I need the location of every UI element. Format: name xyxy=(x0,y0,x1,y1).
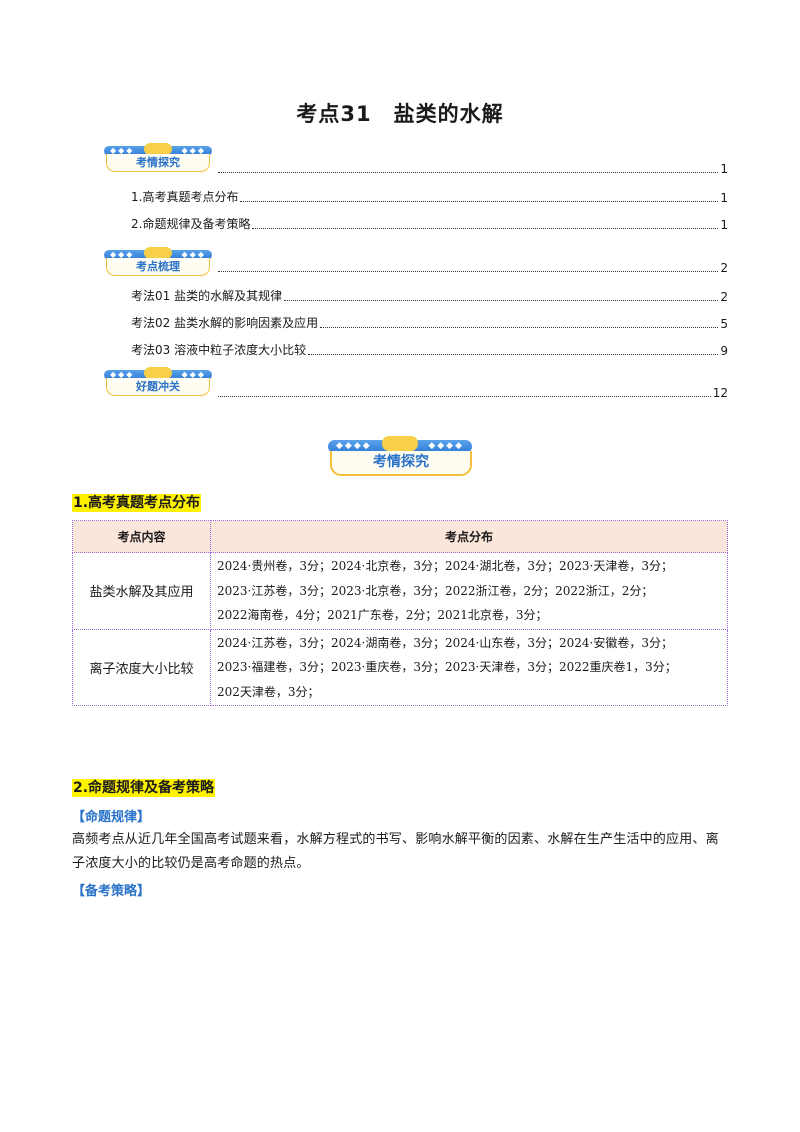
toc-entry[interactable]: 2 xyxy=(216,261,728,275)
rule-text: 高频考点从近几年全国高考试题来看，水解方程式的书写、影响水解平衡的因素、水解在生… xyxy=(72,832,719,871)
topic-name: 盐类水解及其应用 xyxy=(72,552,211,630)
table-header-row: 考点内容 考点分布 xyxy=(72,520,728,553)
table-header: 考点内容 xyxy=(72,520,211,553)
topic-distribution: 2024·江苏卷，3分；2024·湖南卷，3分；2024·山东卷，3分；2024… xyxy=(210,628,728,706)
rule-label: 【命题规律】 xyxy=(72,810,151,825)
toc-entry[interactable]: 12 xyxy=(216,386,728,400)
topic-distribution: 2024·贵州卷，3分；2024·北京卷，3分；2024·湖北卷，3分；2023… xyxy=(210,552,728,630)
section-heading-2: 2.命题规律及备考策略 xyxy=(72,779,216,797)
section-badge-kaoqing: ◆◆◆◆◆◆◆◆ 考情探究 xyxy=(328,436,472,476)
section-heading-1: 1.高考真题考点分布 xyxy=(72,494,202,512)
toc-badge-haoti: ◆◆◆◆◆◆ 好题冲关 xyxy=(104,367,212,396)
section-badge-label: 考情探究 xyxy=(330,451,472,476)
table-row: 离子浓度大小比较 2024·江苏卷，3分；2024·湖南卷，3分；2024·山东… xyxy=(72,628,728,706)
topic-name: 离子浓度大小比较 xyxy=(72,628,211,706)
toc-badge-label: 好题冲关 xyxy=(106,378,210,396)
table-row: 盐类水解及其应用 2024·贵州卷，3分；2024·北京卷，3分；2024·湖北… xyxy=(72,552,728,630)
toc-badge-kaoqing: ◆◆◆◆◆◆ 考情探究 xyxy=(104,143,212,172)
toc-badge-label: 考情探究 xyxy=(106,154,210,172)
toc-badge-label: 考点梳理 xyxy=(106,258,210,276)
toc-badge-kaodian: ◆◆◆◆◆◆ 考点梳理 xyxy=(104,247,212,276)
exam-distribution-table: 考点内容 考点分布 盐类水解及其应用 2024·贵州卷，3分；2024·北京卷，… xyxy=(72,520,728,706)
table-header: 考点分布 xyxy=(210,520,728,553)
page-title: 考点31 盐类的水解 xyxy=(296,102,504,126)
toc-entry[interactable]: 1 xyxy=(216,162,728,176)
strategy-label: 【备考策略】 xyxy=(72,884,151,899)
